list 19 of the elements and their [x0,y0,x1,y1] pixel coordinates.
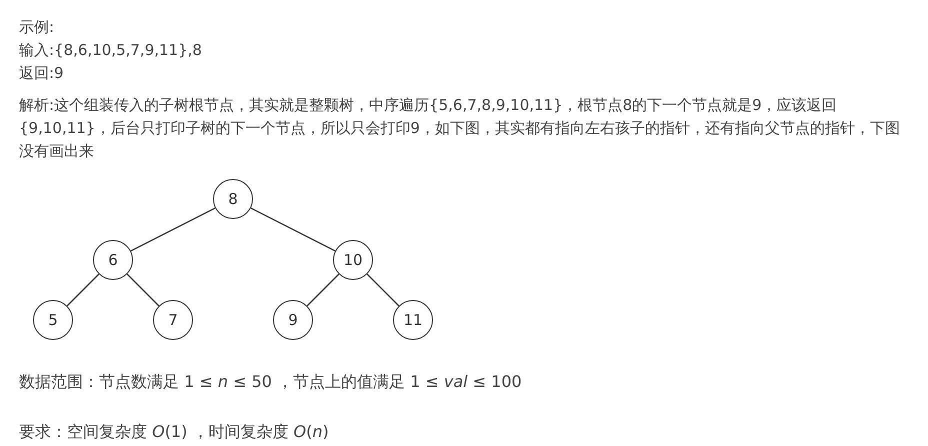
note-text: 要求：空间复杂度 O(1) ，时间复杂度 O(n) [19,421,329,443]
note-text: 数据范围：节点数满足 1 ≤ n ≤ 50 ，节点上的值满足 1 ≤ val ≤ 100 [19,371,522,393]
tree-node: 7 [153,300,193,340]
example-text: 示例: [19,17,54,38]
tree-edge [366,274,400,306]
tree-edge [126,274,160,306]
tree-node: 8 [213,179,253,219]
tree-node: 6 [93,240,133,280]
tree-node: 11 [393,300,433,340]
tree-node: 10 [333,240,373,280]
explanation-text: 解析:这个组装传入的子树根节点，其实就是整颗树，中序遍历{5,6,7,8,9,10,11}，根节点8的下一个节点就是9，应该返回{9,10,11}，后台只打印子树的下一个节点，所以只会打印9，如下图，其实都有指向左右孩子的指针，还有指向父节点的指针，下图没有画出来 [19,95,901,162]
tree-node: 9 [273,300,313,340]
tree-edge [66,274,100,306]
tree-node: 5 [33,300,73,340]
example-text: 输入:{8,6,10,5,7,9,11},8 [19,40,202,61]
tree-edge [306,274,340,306]
tree-edge [250,207,336,252]
tree-edge [130,207,216,252]
example-text: 返回:9 [19,63,64,84]
